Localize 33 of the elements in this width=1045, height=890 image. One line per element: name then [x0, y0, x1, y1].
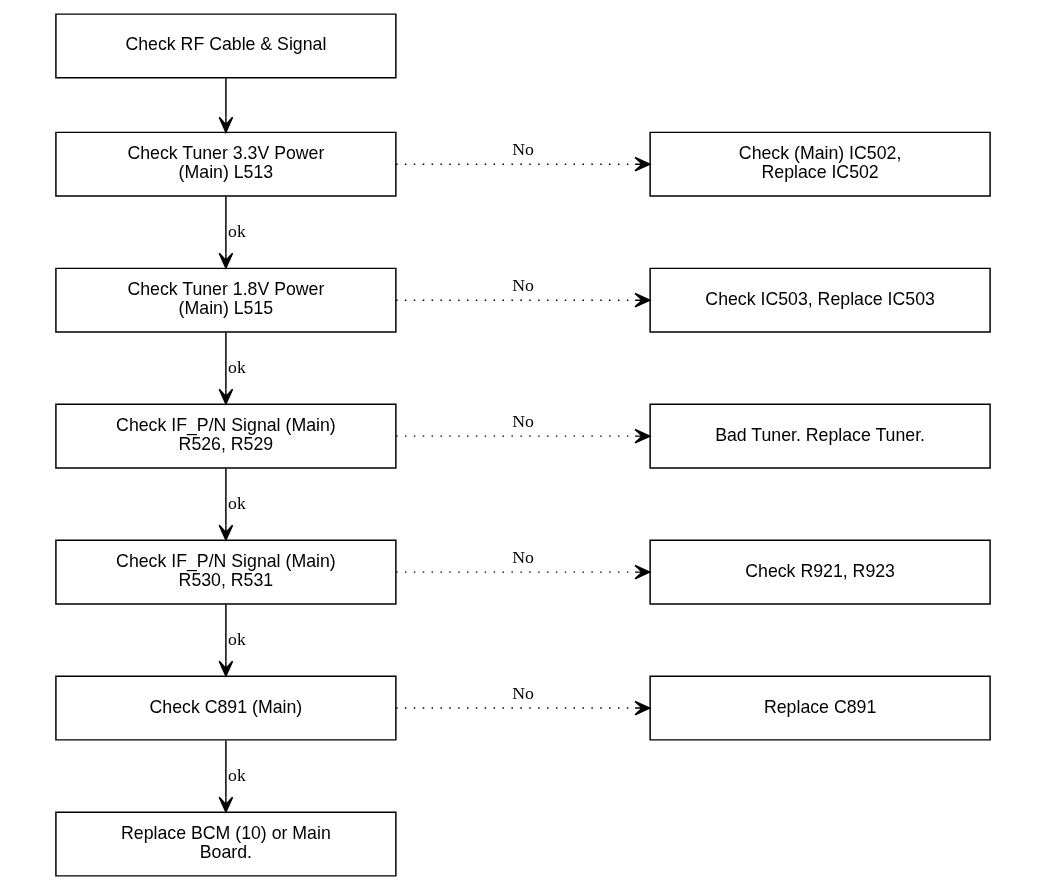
- arrow: [218, 467, 233, 541]
- arrow: [218, 195, 233, 269]
- node-box: Replace BCM (10) or Main Board.: [54, 811, 397, 877]
- arrow: [394, 292, 651, 308]
- edge-label: No: [511, 410, 534, 431]
- edge-label: ok: [227, 764, 246, 785]
- node-box: Replace C891: [648, 675, 991, 741]
- arrow: [218, 77, 233, 133]
- edge-label: No: [511, 138, 534, 159]
- edge-label: ok: [227, 628, 246, 649]
- edge-label: ok: [227, 220, 246, 241]
- node-box: Check C891 (Main): [54, 675, 397, 741]
- arrow: [218, 331, 233, 405]
- node-box: Check Tuner 1.8V Power (Main) L515: [54, 267, 397, 333]
- arrow: [218, 739, 233, 813]
- node-box: Check RF Cable & Signal: [54, 13, 397, 79]
- arrow: [394, 156, 651, 172]
- edge-label: No: [511, 682, 534, 703]
- node-box: Bad Tuner. Replace Tuner.: [648, 403, 991, 469]
- arrow: [394, 700, 651, 716]
- node-box: Check IF_P/N Signal (Main) R526, R529: [54, 403, 397, 469]
- arrow: [394, 428, 651, 444]
- arrow: [394, 564, 651, 580]
- edge-label: ok: [227, 492, 246, 513]
- edge-label: ok: [227, 356, 246, 377]
- node-box: Check IF_P/N Signal (Main) R530, R531: [54, 539, 397, 605]
- edge-label: No: [511, 274, 534, 295]
- node-box: Check (Main) IC502, Replace IC502: [648, 131, 991, 197]
- node-box: Check Tuner 3.3V Power (Main) L513: [54, 131, 397, 197]
- node-box: Check IC503, Replace IC503: [648, 267, 991, 333]
- edge-label: No: [511, 546, 534, 567]
- node-box: Check R921, R923: [648, 539, 991, 605]
- arrow: [218, 603, 233, 677]
